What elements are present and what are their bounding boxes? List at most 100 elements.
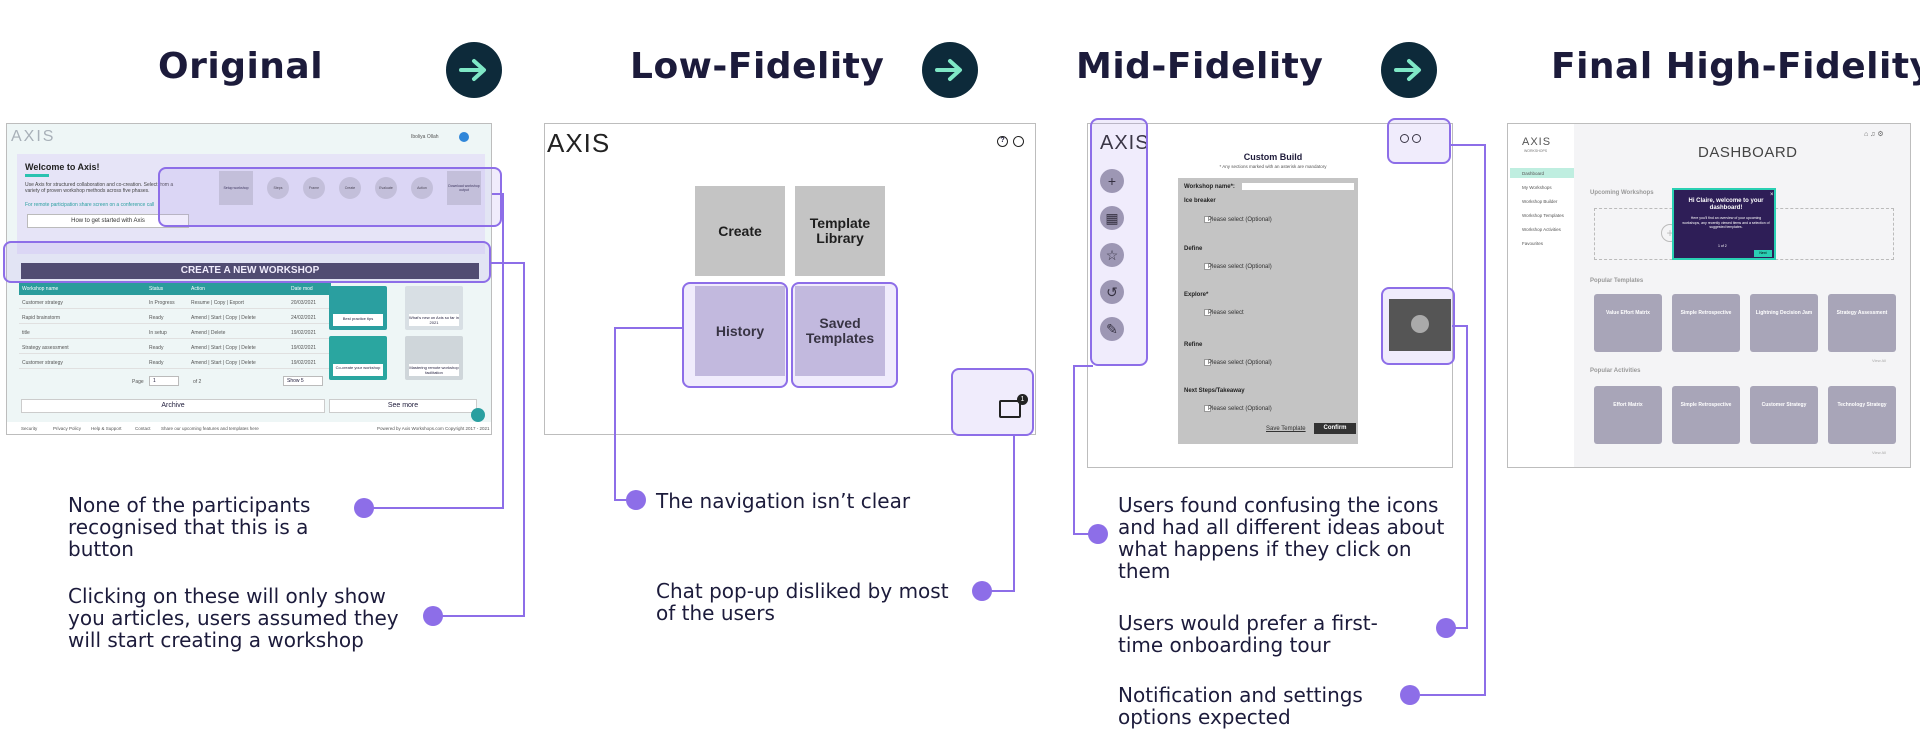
close-icon[interactable]: × [1770, 192, 1774, 198]
checkbox[interactable] [1204, 263, 1211, 270]
sidebar-item-favourites[interactable]: Favourites [1522, 241, 1544, 246]
view-all-link[interactable]: View All [1872, 358, 1886, 363]
checkbox[interactable] [1204, 405, 1211, 412]
help-icon[interactable] [1400, 134, 1409, 143]
template-card[interactable]: Lightning Decision Jam [1750, 294, 1818, 352]
original-screen: AXIS Iboliya Ollah Welcome to Axis! Use … [6, 123, 492, 435]
history-icon[interactable]: ↺ [1100, 280, 1124, 304]
video-thumbnail[interactable] [1389, 299, 1451, 351]
section-select[interactable]: Please select (Optional) [1208, 360, 1272, 366]
avatar[interactable] [459, 132, 469, 142]
section-label: Explore* [1184, 292, 1209, 298]
confirm-button[interactable]: Confirm [1314, 423, 1356, 434]
sidebar-item-dashboard[interactable]: Dashboard [1522, 171, 1545, 176]
sidebar-active [1510, 168, 1574, 178]
tile-history[interactable]: History [695, 286, 785, 376]
sidebar-item-workshop-templates[interactable]: Workshop Templates [1522, 213, 1564, 218]
save-template-link[interactable]: Save Template [1266, 426, 1306, 432]
create-workshop-button[interactable]: CREATE A NEW WORKSHOP [21, 263, 479, 279]
connector [523, 262, 525, 616]
connector [370, 507, 504, 509]
tile-create[interactable]: Create [695, 186, 785, 276]
article-card[interactable]: What's new on Axis so far in 2021 [405, 286, 463, 330]
article-card[interactable]: Mastering remote workshop facilitation [405, 336, 463, 380]
popup-page: 1 of 2 [1718, 244, 1727, 248]
user-icon[interactable] [1013, 136, 1024, 147]
highlight-history [682, 282, 788, 388]
col-name: Workshop name [22, 286, 59, 292]
section-select[interactable]: Please select [1208, 310, 1244, 316]
view-all-link[interactable]: View All [1872, 450, 1886, 455]
chat-icon[interactable] [999, 400, 1021, 418]
heading-original: Original [158, 46, 324, 87]
form-subtitle: * Any sections marked with an asterisk a… [1219, 164, 1327, 169]
help-icon[interactable]: ? [997, 136, 1008, 147]
section-select[interactable]: Please select (Optional) [1208, 217, 1272, 223]
connector [1452, 325, 1468, 327]
layout-icon[interactable]: ▦ [1100, 206, 1124, 230]
checkbox[interactable] [1204, 309, 1211, 316]
connector [614, 327, 684, 329]
workshop-name-input[interactable] [1242, 183, 1354, 190]
checkbox[interactable] [1204, 359, 1211, 366]
chat-badge: 1 [1017, 394, 1028, 405]
activity-card[interactable]: Technology Strategy [1828, 386, 1896, 444]
connector [492, 193, 504, 195]
note-mid-icons: Users found confusing the icons and had … [1118, 493, 1445, 583]
remote-text[interactable]: For remote participation share screen on… [25, 202, 155, 208]
activity-card[interactable]: Customer Strategy [1750, 386, 1818, 444]
header-icons[interactable]: ⌂ ♫ ⚙ [1864, 131, 1884, 138]
show-select[interactable]: Show 5 [283, 376, 323, 386]
connector-dot [1400, 685, 1420, 705]
checkbox[interactable] [1204, 216, 1211, 223]
page-title: DASHBOARD [1698, 144, 1798, 161]
template-card[interactable]: Strategy Assessment [1828, 294, 1896, 352]
note-orig-articles: Clicking on these will only show you art… [68, 584, 399, 652]
section-select[interactable]: Please select (Optional) [1208, 406, 1272, 412]
user-name[interactable]: Iboliya Ollah [411, 134, 439, 140]
connector [1448, 627, 1468, 629]
sidebar-item-my-workshops[interactable]: My Workshops [1522, 185, 1552, 190]
connector-dot [1436, 618, 1456, 638]
edit-icon[interactable]: ✎ [1100, 317, 1124, 341]
template-card[interactable]: Simple Retrospective [1672, 294, 1740, 352]
connector [982, 590, 1015, 592]
step-create: Create [339, 177, 361, 199]
tile-saved-templates[interactable]: Saved Templates [795, 286, 885, 376]
get-started-button[interactable]: How to get started with Axis [27, 214, 189, 228]
sidebar-item-workshop-activities[interactable]: Workshop Activities [1522, 227, 1561, 232]
tile-template-library[interactable]: Template Library [795, 186, 885, 276]
axis-logo: AXIS [11, 128, 56, 145]
chat-icon[interactable] [471, 408, 485, 422]
activity-card[interactable]: Effort Matrix [1594, 386, 1662, 444]
arrow-right-icon [922, 42, 978, 98]
axis-logo-sub: WORKSHOPS [1524, 149, 1548, 153]
section-select[interactable]: Please select (Optional) [1208, 264, 1272, 270]
page-input[interactable]: 1 [149, 376, 179, 386]
article-card[interactable]: Best practice tips [329, 286, 387, 330]
section-label: Define [1184, 246, 1203, 252]
activity-card[interactable]: Simple Retrospective [1672, 386, 1740, 444]
plus-icon[interactable]: + [1100, 169, 1124, 193]
custom-build-form: Workshop name*: Ice breaker Please selec… [1178, 178, 1358, 444]
highlight-chat: 1 [951, 368, 1034, 436]
footer: Security Privacy Policy Help & Support C… [7, 422, 491, 434]
page-label: Page [132, 379, 144, 385]
article-card[interactable]: Co-create your workshop [329, 336, 387, 380]
archive-button[interactable]: Archive [21, 399, 325, 413]
play-icon[interactable] [1411, 315, 1429, 333]
sidebar-item-workshop-builder[interactable]: Workshop Builder [1522, 199, 1558, 204]
popup-next-button[interactable]: Next [1754, 250, 1772, 257]
axis-logo: AXIS [1100, 132, 1150, 154]
template-card[interactable]: Value Effort Matrix [1594, 294, 1662, 352]
star-icon[interactable]: ☆ [1100, 243, 1124, 267]
connector [1484, 144, 1486, 696]
see-more-button[interactable]: See more [329, 399, 477, 413]
user-icon[interactable] [1412, 134, 1421, 143]
